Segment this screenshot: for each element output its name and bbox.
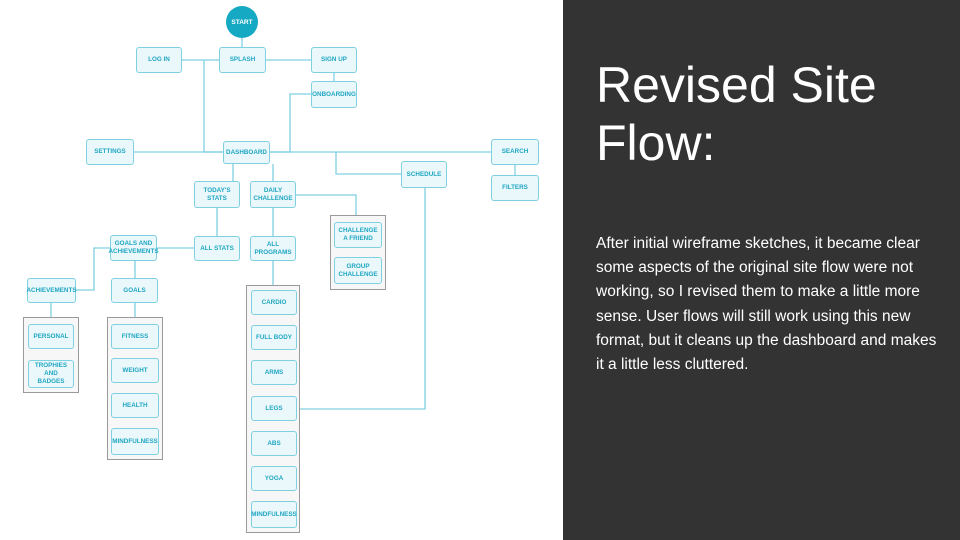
node-challenge-friend: CHALLENGE A FRIEND (334, 222, 382, 248)
node-goals: GOALS (111, 278, 158, 303)
node-splash: SPLASH (219, 47, 266, 73)
node-personal: PERSONAL (28, 324, 74, 349)
node-full-body: FULL BODY (251, 325, 297, 350)
node-all-stats: ALL STATS (194, 236, 240, 261)
node-mindfulness-program: MINDFULNESS (251, 501, 297, 528)
edge-daily-challenge-challenges (296, 194, 357, 215)
node-login: LOG IN (136, 47, 182, 73)
node-arms: ARMS (251, 360, 297, 385)
description-panel: Revised Site Flow: After initial wirefra… (563, 0, 960, 540)
edge-splash-dashboard (203, 60, 223, 153)
node-mindfulness-goal: MINDFULNESS (111, 428, 159, 455)
node-yoga: YOGA (251, 466, 297, 491)
node-abs: ABS (251, 431, 297, 456)
node-trophies-badges: TROPHIES AND BADGES (28, 360, 74, 388)
node-daily-challenge: DAILY CHALLENGE (250, 181, 296, 208)
node-health: HEALTH (111, 393, 159, 418)
node-signup: SIGN UP (311, 47, 357, 73)
edge-programs-schedule (300, 188, 426, 410)
node-cardio: CARDIO (251, 290, 297, 315)
node-settings: SETTINGS (86, 139, 134, 165)
node-dashboard: DASHBOARD (223, 141, 270, 164)
flow-connectors (50, 36, 516, 410)
slide-title: Revised Site Flow: (596, 57, 877, 171)
node-filters: FILTERS (491, 175, 539, 201)
node-todays-stats: TODAY'S STATS (194, 181, 240, 208)
start-node: START (226, 6, 258, 38)
node-legs: LEGS (251, 396, 297, 421)
node-group-challenge: GROUP CHALLENGE (334, 257, 382, 284)
node-weight: WEIGHT (111, 358, 159, 383)
edge-dashboard-schedule (335, 152, 401, 175)
edge-onboarding-dashboard (270, 93, 311, 153)
site-flow-diagram: START LOG IN SPLASH SIGN UP ONBOARDING S… (23, 6, 539, 533)
node-fitness: FITNESS (111, 324, 159, 349)
node-search: SEARCH (491, 139, 539, 165)
node-onboarding: ONBOARDING (311, 81, 357, 108)
slide-description: After initial wireframe sketches, it bec… (596, 235, 937, 374)
edge-goals-achievements-achievements (76, 247, 112, 291)
node-schedule: SCHEDULE (401, 161, 447, 188)
node-goals-achievements: GOALS AND ACHIEVEMENTS (108, 235, 159, 261)
node-all-programs: ALL PROGRAMS (250, 236, 296, 261)
node-achievements: ACHIEVEMENTS (26, 278, 77, 303)
